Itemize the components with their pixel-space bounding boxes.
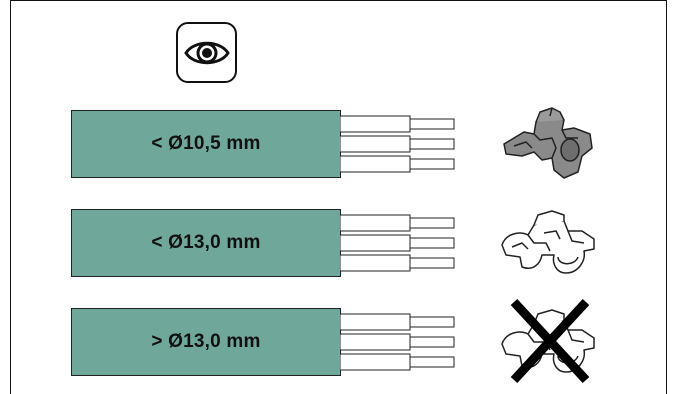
cable-conductors xyxy=(340,115,455,173)
cable-diameter-label: > Ø13,0 mm xyxy=(151,331,261,352)
not-allowed-cross-icon xyxy=(510,298,590,384)
dark-cable-clip-icon xyxy=(503,107,593,179)
light-cable-clip-icon xyxy=(501,210,595,274)
frame-top-border xyxy=(10,0,667,1)
light-cable-clip-icon xyxy=(501,298,595,384)
frame-right-border xyxy=(666,0,667,394)
cable-sheath: > Ø13,0 mm xyxy=(71,308,341,376)
cable-diameter-label: < Ø13,0 mm xyxy=(151,232,261,253)
light-cable-clip xyxy=(494,203,604,283)
cable-conductors xyxy=(340,214,455,272)
cable-sheath: < Ø10,5 mm xyxy=(71,110,341,178)
cable-sheath: < Ø13,0 mm xyxy=(71,209,341,277)
diagram-frame xyxy=(10,0,667,394)
frame-left-border xyxy=(10,0,11,394)
eye-icon-box xyxy=(176,22,237,83)
cable-diameter-label: < Ø10,5 mm xyxy=(151,133,261,154)
cable-row-2: < Ø13,0 mm xyxy=(71,209,461,277)
eye-icon xyxy=(184,41,230,65)
cable-row-1: < Ø10,5 mm xyxy=(71,110,461,178)
crossed-cable-clip xyxy=(494,298,604,384)
cable-row-3: > Ø13,0 mm xyxy=(71,308,461,376)
dark-cable-clip xyxy=(494,104,604,184)
cable-conductors xyxy=(340,313,455,371)
